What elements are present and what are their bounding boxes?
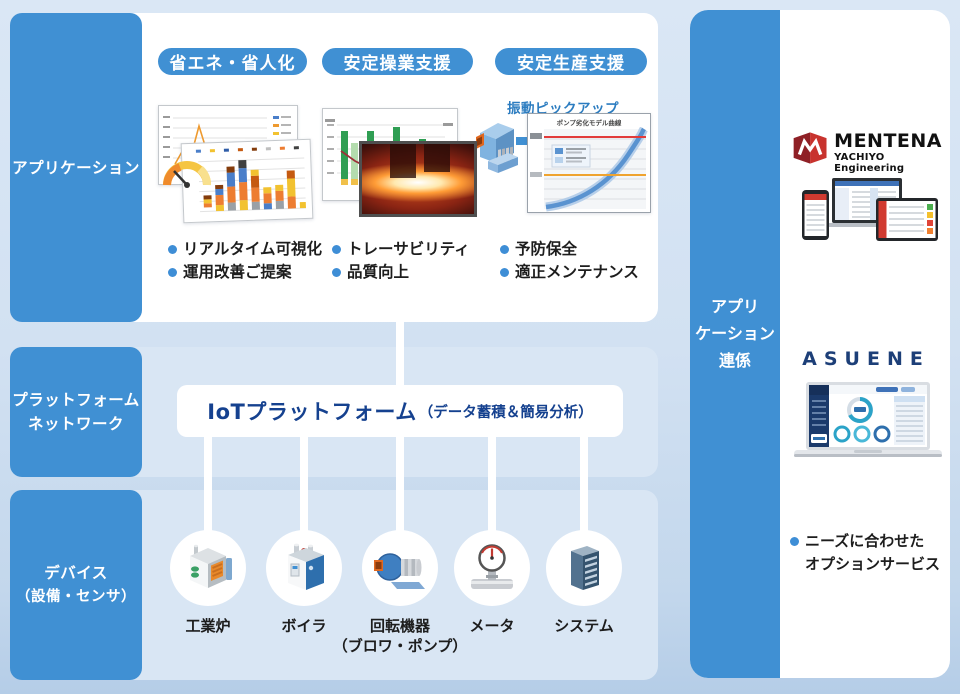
pill-stable-production: 安定生産支援 — [495, 48, 647, 75]
gauge-thumbnail — [162, 155, 212, 189]
asuene-logo: ASUENE — [802, 348, 930, 370]
list-item: 品質向上 — [332, 261, 470, 284]
stacked-bar-chart-graphic — [195, 146, 306, 213]
list-item: 運用改善ご提案 — [168, 261, 322, 284]
bullet-dot-icon — [168, 245, 177, 254]
list-item: 予防保全 — [500, 238, 639, 261]
device-label-rotating: 回転機器 （ブロワ・ポンプ） — [332, 617, 468, 655]
press-silhouette — [424, 144, 450, 172]
benefit-list-col1: リアルタイム可視化 運用改善ご提案 — [168, 238, 322, 284]
server-icon — [571, 546, 599, 590]
mentena-mark-icon — [793, 132, 827, 164]
pill-stable-operation: 安定操業支援 — [322, 48, 473, 75]
benefit-list-col3: 予防保全 適正メンテナンス — [500, 238, 639, 284]
device-circle-meter — [454, 530, 530, 606]
press-silhouette — [390, 144, 416, 178]
degradation-chart-title: ポンプ劣化モデル曲線 — [556, 119, 622, 127]
connector-app-to-platform — [396, 321, 404, 386]
bullet-dot-icon — [332, 268, 341, 277]
mentena-subname: YACHIYO Engineering — [834, 152, 905, 174]
gauge-graphic — [163, 161, 211, 188]
asuene-laptop-image — [794, 382, 942, 464]
mentena-name: MENTENA — [834, 130, 942, 152]
application-row: アプリケーション 省エネ・省人化 安定操業支援 安定生産支援 — [10, 13, 658, 322]
bullet-dot-icon — [168, 268, 177, 277]
degradation-chart-graphic — [530, 127, 648, 212]
list-item: リアルタイム可視化 — [168, 238, 322, 261]
device-row-label: デバイス （設備・センサ） — [10, 490, 142, 680]
device-circle-boiler — [266, 530, 342, 606]
mentena-logo: MENTENA YACHIYO Engineering — [792, 130, 942, 174]
application-link-panel: アプリ ケーション 連係 MENTENA YACHIYO Engineering — [690, 10, 950, 678]
device-label-system: システム — [554, 617, 614, 635]
device-label-furnace: 工業炉 — [185, 617, 231, 635]
forging-photo — [359, 141, 477, 217]
boiler-icon — [288, 543, 324, 590]
degradation-curve-chart: ポンプ劣化モデル曲線 — [527, 113, 651, 213]
iot-platform-box: IoTプラットフォーム （データ蓄積＆簡易分析） — [177, 385, 623, 437]
industrial-furnace-icon — [190, 544, 232, 588]
device-circle-rotating-equipment — [362, 530, 438, 606]
connector-platform-to-system — [580, 437, 588, 533]
iot-platform-subtitle: （データ蓄積＆簡易分析） — [418, 404, 593, 421]
connector-platform-to-meter — [488, 437, 496, 533]
connector-platform-to-boiler — [300, 437, 308, 533]
vibration-sensor-icon — [474, 115, 532, 177]
device-circle-furnace — [170, 530, 246, 606]
option-service-note: ニーズに合わせた オプションサービス — [790, 530, 940, 576]
application-link-label: アプリ ケーション 連係 — [695, 297, 775, 370]
device-row: デバイス （設備・センサ） — [10, 490, 658, 680]
connector-platform-to-furnace — [204, 437, 212, 533]
device-circle-system — [546, 530, 622, 606]
benefit-list-col2: トレーサビリティ 品質向上 — [332, 238, 470, 284]
pill-energy-saving: 省エネ・省人化 — [158, 48, 307, 75]
device-label-boiler: ボイラ — [281, 617, 327, 635]
blower-pump-icon — [374, 553, 425, 589]
bullet-dot-icon — [332, 245, 341, 254]
bullet-dot-icon — [790, 537, 799, 546]
bullet-dot-icon — [500, 268, 509, 277]
mentena-devices-image — [796, 176, 940, 242]
stacked-bar-chart-thumbnail — [180, 138, 314, 224]
application-link-strip — [690, 10, 780, 678]
platform-row-label: プラットフォーム ネットワーク — [10, 347, 142, 477]
application-row-label: アプリケーション — [10, 13, 142, 322]
list-item: 適正メンテナンス — [500, 261, 639, 284]
list-item: トレーサビリティ — [332, 238, 470, 261]
connector-platform-to-rotating — [396, 437, 404, 533]
platform-row: プラットフォーム ネットワーク IoTプラットフォーム （データ蓄積＆簡易分析） — [10, 347, 658, 477]
device-label-meter: メータ — [469, 617, 515, 635]
pressure-gauge-icon — [471, 544, 513, 589]
bullet-dot-icon — [500, 245, 509, 254]
iot-platform-title: IoTプラットフォーム — [207, 400, 417, 424]
